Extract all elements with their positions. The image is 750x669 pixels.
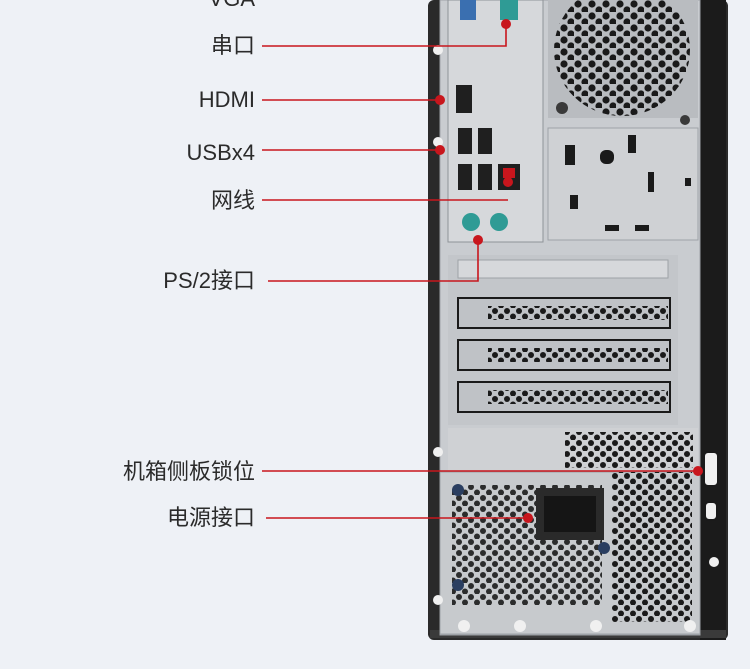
- power-supply: [439, 471, 701, 635]
- fan-grille: [548, 0, 698, 125]
- label-lock: 机箱侧板锁位: [122, 459, 255, 484]
- hdmi-port-icon: [456, 85, 472, 113]
- label-serial: 串口: [210, 33, 255, 58]
- usb-port-icon: [458, 128, 472, 154]
- leader-ps2: [268, 240, 479, 282]
- leader-serial: [262, 24, 507, 47]
- label-ps2: PS/2接口: [163, 268, 255, 293]
- label-power: 电源接口: [166, 505, 255, 530]
- vga-port-icon: [460, 0, 476, 20]
- label-vga: VGA: [209, 0, 255, 10]
- ps2-port-icon: [462, 213, 480, 231]
- callout-leaders: [262, 24, 698, 519]
- label-ethernet: 网线: [210, 188, 255, 213]
- expansion-slots: [448, 255, 678, 425]
- label-usb: USBx4: [186, 140, 255, 165]
- callout-dots: [435, 19, 703, 523]
- serial-port-icon: [500, 0, 518, 20]
- io-shield: [447, 0, 544, 243]
- cover-plate: [547, 127, 699, 241]
- label-hdmi: HDMI: [198, 87, 255, 112]
- lower-vent: [448, 428, 698, 472]
- side-lock: [703, 451, 719, 567]
- chassis-screws: [433, 45, 696, 632]
